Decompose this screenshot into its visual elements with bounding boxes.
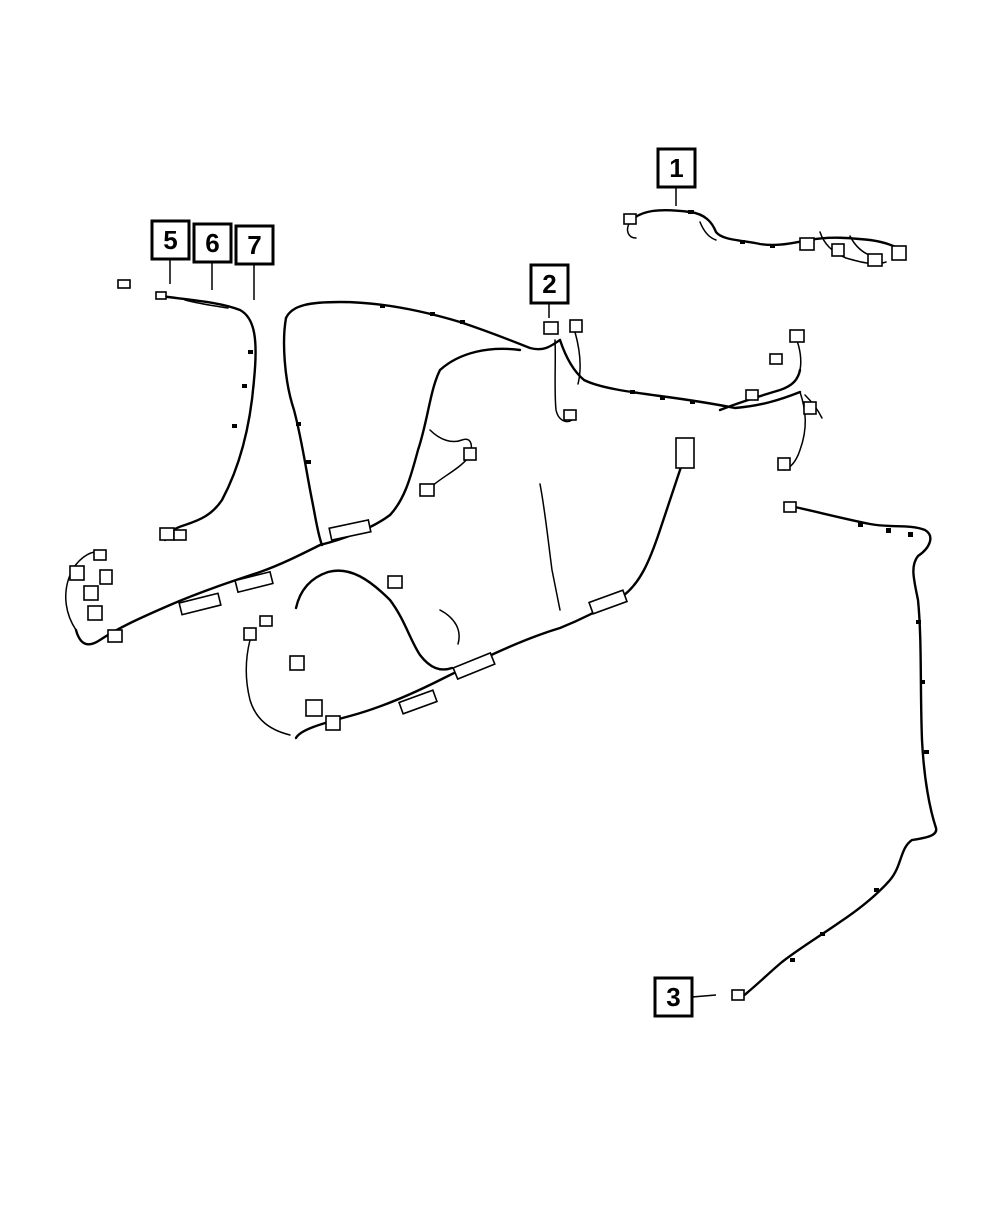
callout-1-label: 1: [669, 153, 683, 183]
floor-harness: [64, 347, 522, 646]
center-harness: [243, 437, 695, 740]
callout-2-box: [529, 263, 570, 305]
callout-1: 1: [656, 147, 697, 206]
callout-6-label: 6: [205, 228, 219, 258]
callout-3: 3: [653, 976, 717, 1018]
callout-5: 5: [150, 219, 191, 284]
callout-5-box: [150, 219, 191, 261]
callout-6-box: [192, 222, 233, 264]
callout-2-label: 2: [542, 269, 556, 299]
callout-7-label: 7: [247, 230, 261, 260]
callout-6: 6: [192, 222, 233, 290]
callout-7-box: [234, 224, 275, 266]
harness-3: [731, 501, 938, 1001]
harness-1: [623, 208, 907, 267]
callout-7: 7: [234, 224, 275, 300]
callout-2: 2: [529, 263, 570, 318]
harness-2: [282, 300, 802, 547]
callout-5-label: 5: [163, 225, 177, 255]
callout-3-label: 3: [666, 982, 680, 1012]
harness-5-6-7: [117, 279, 257, 542]
callout-3-leader: [691, 994, 717, 998]
harness-2-right: [718, 329, 823, 471]
